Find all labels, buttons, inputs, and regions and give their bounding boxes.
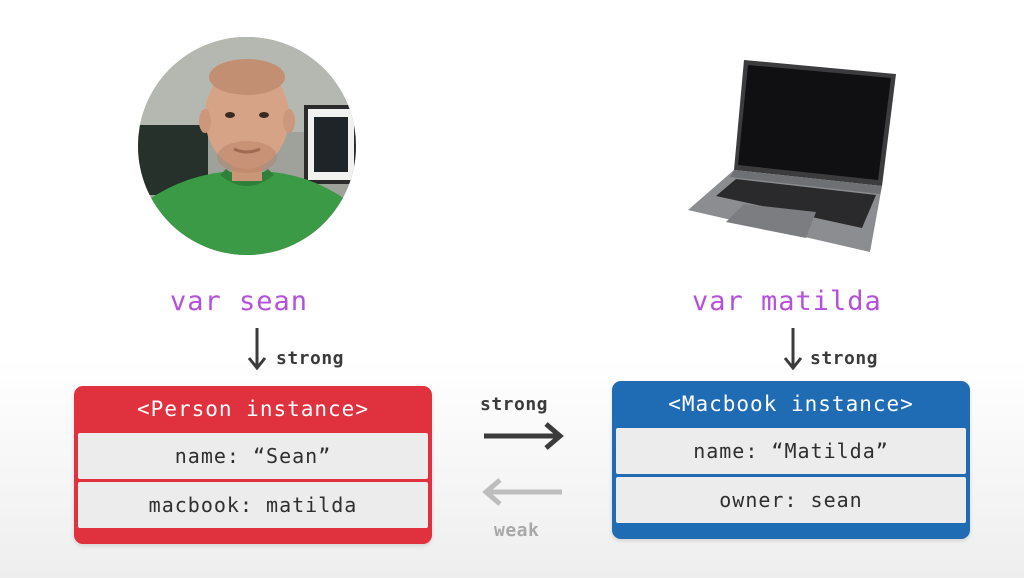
macbook-name-row: name: “Matilda” — [616, 428, 966, 474]
var-matilda-label: var matilda — [692, 286, 882, 317]
person-instance-card: <Person instance> name: “Sean” macbook: … — [74, 386, 432, 544]
person-name-row: name: “Sean” — [78, 433, 428, 479]
macbook-instance-card: <Macbook instance> name: “Matilda” owner… — [612, 381, 970, 539]
macbook-instance-title: <Macbook instance> — [668, 392, 914, 416]
var-sean-label: var sean — [170, 286, 309, 317]
arrow-right-icon — [484, 422, 564, 450]
macbook-strong-label: strong — [810, 348, 879, 369]
arrow-down-icon — [783, 328, 803, 371]
arrow-down-icon — [247, 328, 267, 371]
person-macbook-row: macbook: matilda — [78, 482, 428, 528]
relation-strong-label: strong — [480, 394, 549, 415]
macbook-owner-row: owner: sean — [616, 477, 966, 523]
laptop-icon — [686, 58, 900, 258]
person-photo — [138, 37, 356, 255]
relation-weak-label: weak — [494, 520, 540, 541]
person-instance-title: <Person instance> — [137, 397, 369, 421]
arrow-left-icon — [482, 478, 562, 506]
person-strong-label: strong — [276, 348, 345, 369]
